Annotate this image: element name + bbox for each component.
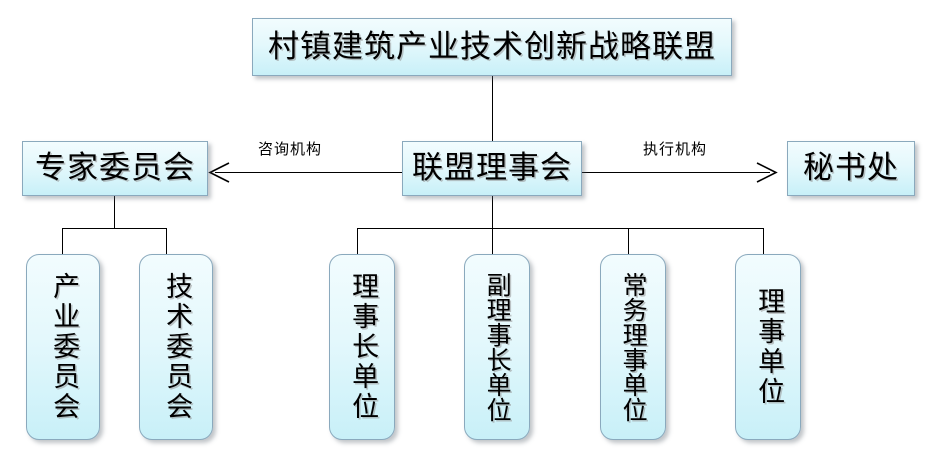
node-executive-director-unit[interactable]: 常务理事单位 <box>600 254 666 440</box>
connector-council-stem <box>492 196 493 228</box>
connector-expert-drop-2 <box>166 228 167 254</box>
edge-label-advisory: 咨询机构 <box>258 140 323 158</box>
node-technology-committee[interactable]: 技术委员会 <box>139 254 213 440</box>
connector-council-to-expert <box>215 172 405 173</box>
connector-council-drop-4 <box>763 228 764 254</box>
node-director-unit[interactable]: 理事单位 <box>735 254 801 440</box>
node-secretariat[interactable]: 秘书处 <box>787 141 915 196</box>
node-industry-committee[interactable]: 产业委员会 <box>26 254 100 440</box>
connector-council-drop-2 <box>492 228 493 254</box>
connector-council-to-secretariat <box>580 172 770 173</box>
connector-council-drop-1 <box>357 228 358 254</box>
arrowhead-right-icon <box>756 162 778 183</box>
node-chairman-unit[interactable]: 理事长单位 <box>329 254 395 440</box>
node-expert-committee[interactable]: 专家委员会 <box>22 141 208 196</box>
connector-council-drop-3 <box>628 228 629 254</box>
connector-expert-bus <box>62 228 167 229</box>
edge-label-executive: 执行机构 <box>643 140 708 158</box>
node-alliance-council[interactable]: 联盟理事会 <box>402 141 582 196</box>
arrowhead-left-icon <box>208 162 230 183</box>
connector-expert-stem <box>114 196 115 228</box>
node-vice-chairman-unit[interactable]: 副理事长单位 <box>464 254 530 440</box>
connector-council-bus <box>357 228 763 229</box>
connector-expert-drop-1 <box>62 228 63 254</box>
node-root[interactable]: 村镇建筑产业技术创新战略联盟 <box>252 18 732 76</box>
connector-root-to-council <box>492 76 493 141</box>
